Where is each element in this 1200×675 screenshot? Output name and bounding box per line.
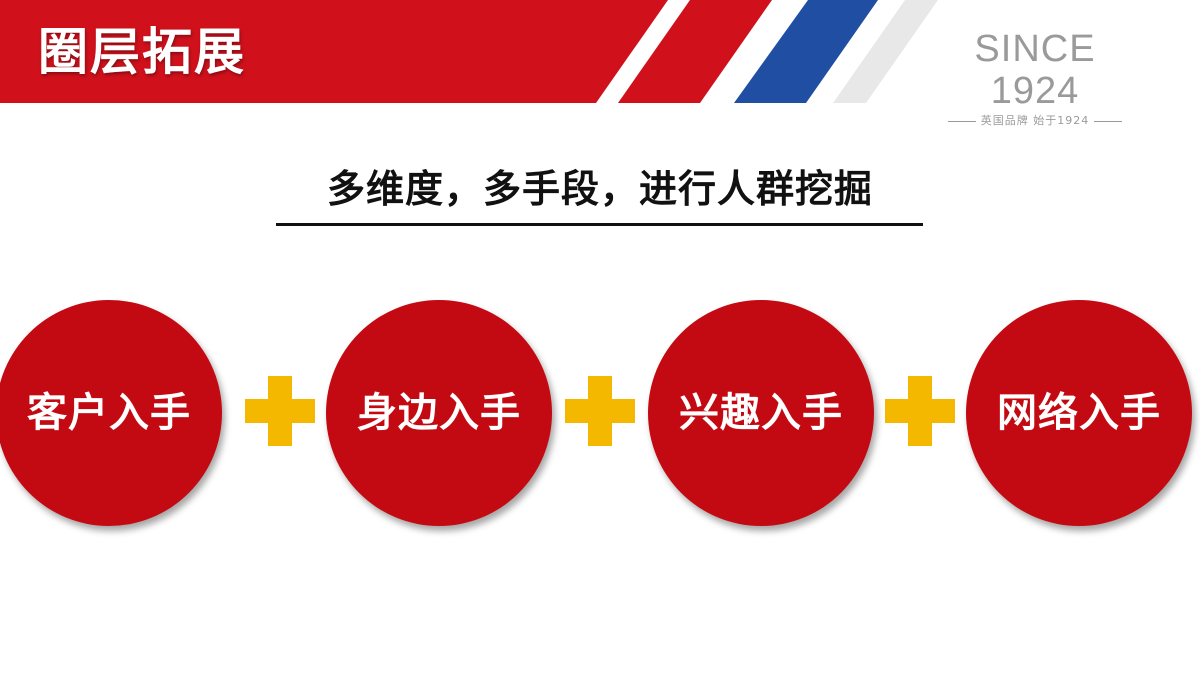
header-gray-stripe — [833, 0, 938, 103]
step-label: 兴趣入手 — [679, 390, 843, 436]
step-label: 网络入手 — [997, 390, 1161, 436]
step-circle-interest: 兴趣入手 — [648, 300, 874, 526]
header-blue-stripe — [734, 0, 878, 103]
brand-rule-left — [947, 120, 976, 122]
header-red-band — [0, 0, 668, 103]
step-circle-customer: 客户入手 — [0, 300, 222, 526]
page-title: 圈层拓展 — [38, 23, 246, 81]
header-banner — [0, 0, 938, 103]
header-red-stripe — [618, 0, 772, 103]
step-circle-online: 网络入手 — [966, 300, 1192, 526]
brand-sub-row: 英国品牌 始于1924 — [930, 114, 1140, 128]
subtitle: 多维度，多手段，进行人群挖掘 — [326, 167, 873, 211]
step-label: 客户入手 — [27, 390, 191, 436]
plus-icon — [885, 376, 955, 446]
subtitle-underline — [276, 223, 923, 226]
plus-icon — [245, 376, 315, 446]
plus-icon — [565, 376, 635, 446]
step-label: 身边入手 — [357, 390, 521, 436]
brand-rule-right — [1094, 120, 1123, 122]
brand-since-text: SINCE 1924 — [974, 28, 1096, 112]
brand-sub-text: 英国品牌 始于1924 — [980, 114, 1090, 127]
brand-logo: SINCE 1924 英国品牌 始于1924 — [930, 28, 1140, 128]
step-circle-surroundings: 身边入手 — [326, 300, 552, 526]
